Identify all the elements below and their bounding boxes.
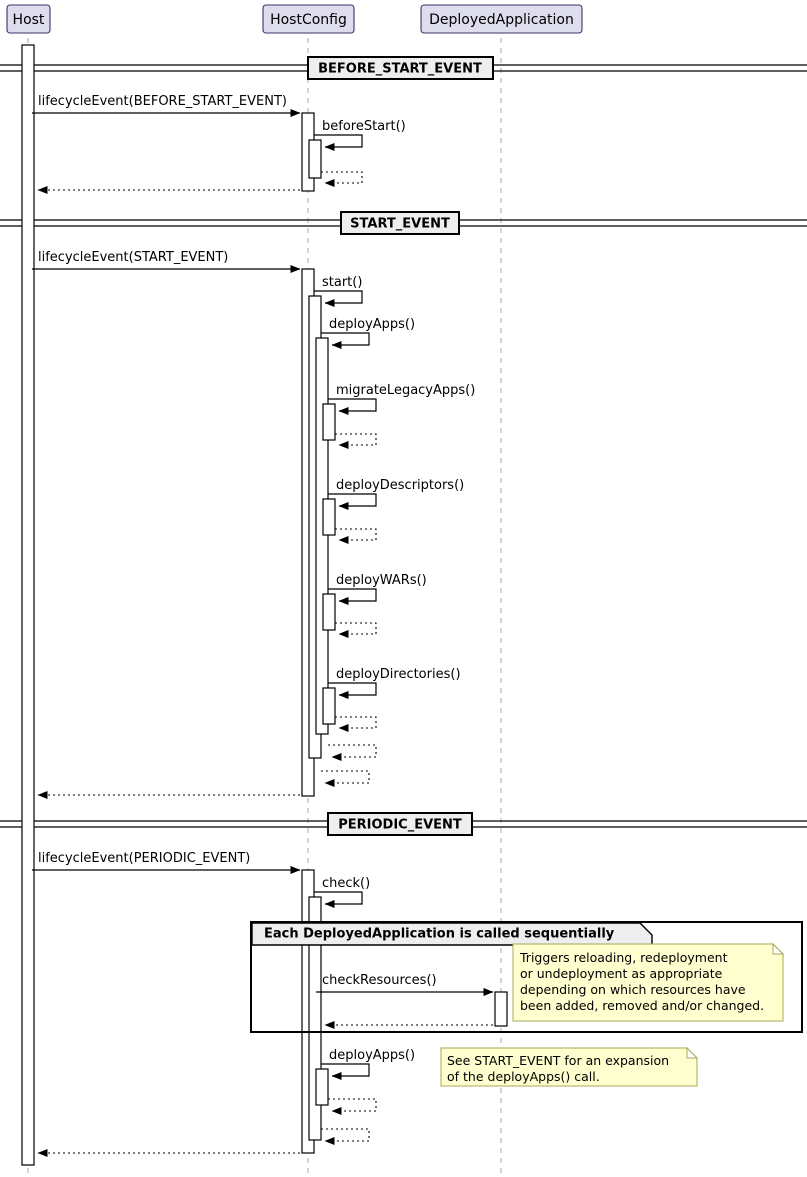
participant-host-label: Host — [13, 12, 45, 28]
divider-start-event-label: START_EVENT — [350, 217, 450, 232]
activation-hostconfig-deploydescriptors — [322, 498, 336, 536]
message-self-return-deploydirectories — [335, 716, 377, 732]
divider-before-start-event-box — [307, 56, 494, 80]
note-deploy-apps: See START_EVENT for an expansion of the … — [440, 1046, 699, 1087]
message-label-lifecycle-periodic: lifecycleEvent(PERIODIC_EVENT) — [38, 851, 250, 866]
message-self-start — [314, 290, 363, 307]
activation-hostconfig-periodic-deployapps — [315, 1068, 329, 1106]
message-self-beforestart — [314, 134, 363, 151]
participant-hostconfig-box[interactable] — [262, 4, 355, 34]
message-self-return-deploydescriptors — [335, 528, 377, 544]
message-label-lifecycle-before-start: lifecycleEvent(BEFORE_START_EVENT) — [38, 94, 287, 109]
lifelines — [27, 38, 502, 1177]
group-frame — [250, 921, 803, 1033]
divider-lines — [0, 64, 807, 828]
message-label-periodic-deployapps: deployApps() — [329, 1048, 415, 1063]
divider-before-start-event-label: BEFORE_START_EVENT — [318, 62, 482, 77]
message-label-migratelegacyapps: migrateLegacyApps() — [336, 383, 475, 398]
group-header-label: Each DeployedApplication is called seque… — [264, 927, 615, 942]
note-check-resources-line-4: been added, removed and/or changed. — [520, 998, 764, 1013]
note-check-resources-line-2: or undeployment as appropriate — [520, 966, 723, 981]
note-deploy-apps-line-1: See START_EVENT for an expansion — [447, 1053, 669, 1068]
activation-hostconfig-migratelegacyapps — [322, 403, 336, 441]
message-label-check: check() — [322, 876, 370, 891]
message-self-return-start — [321, 770, 370, 787]
activation-deployedapplication-checkresources — [494, 991, 508, 1027]
participant-deployedapplication[interactable]: DeployedApplication — [420, 4, 583, 34]
message-label-checkresources: checkResources() — [322, 973, 437, 988]
activation-hostconfig-deploydirectories — [322, 687, 336, 725]
activation-hostconfig-beforestart-self — [308, 139, 322, 179]
message-label-start: start() — [322, 275, 362, 290]
activation-host — [21, 44, 35, 1166]
participant-deployedapplication-label: DeployedApplication — [429, 12, 574, 28]
message-self-return-beforestart — [321, 171, 363, 187]
message-self-check — [314, 891, 363, 908]
participant-host-box[interactable] — [6, 4, 51, 34]
message-self-deployapps — [321, 332, 370, 349]
note-check-resources-fold — [772, 942, 785, 955]
message-self-deploydirectories — [328, 682, 377, 699]
message-label-deploydescriptors: deployDescriptors() — [336, 478, 464, 493]
message-label-deploywars: deployWARs() — [336, 573, 427, 588]
divider-periodic-event-box — [327, 812, 473, 836]
messages: lifecycleEvent(BEFORE_START_EVENT) befor… — [32, 94, 494, 1157]
note-check-resources-line-1: Triggers reloading, redeployment — [519, 950, 728, 965]
participant-host[interactable]: Host — [6, 4, 51, 34]
participant-hostconfig[interactable]: HostConfig — [262, 4, 355, 34]
message-self-return-check — [321, 1128, 370, 1145]
participant-deployedapplication-box[interactable] — [420, 4, 583, 34]
message-label-beforestart: beforeStart() — [322, 119, 406, 134]
message-self-return-deployapps — [328, 744, 377, 761]
activation-hostconfig-deployapps — [315, 337, 329, 735]
divider-before-start-event: BEFORE_START_EVENT — [307, 56, 494, 80]
message-label-deploydirectories: deployDirectories() — [336, 667, 461, 682]
message-self-periodic-deployapps — [321, 1063, 370, 1080]
divider-periodic-event-label: PERIODIC_EVENT — [338, 818, 462, 833]
message-self-return-deploywars — [335, 622, 377, 638]
divider-start-event-box — [340, 211, 460, 235]
activation-hostconfig-deploywars — [322, 593, 336, 631]
message-self-deploydescriptors — [328, 493, 377, 510]
message-self-return-periodic-deployapps — [328, 1098, 377, 1115]
activation-bars — [21, 44, 508, 1166]
note-deploy-apps-body — [440, 1047, 698, 1087]
note-check-resources-body — [512, 943, 784, 1022]
message-self-deploywars — [328, 588, 377, 605]
message-label-lifecycle-start: lifecycleEvent(START_EVENT) — [38, 250, 228, 265]
participant-hostconfig-label: HostConfig — [270, 12, 347, 28]
group-each-deployed-application: Each DeployedApplication is called seque… — [250, 921, 803, 1033]
group-header-tab — [251, 922, 653, 946]
note-check-resources-line-3: depending on which resources have — [520, 982, 746, 997]
divider-start-event: START_EVENT — [340, 211, 460, 235]
message-label-deployapps: deployApps() — [329, 317, 415, 332]
divider-periodic-event: PERIODIC_EVENT — [327, 812, 473, 836]
message-self-migratelegacyapps — [328, 398, 377, 415]
note-deploy-apps-fold — [686, 1046, 699, 1059]
note-check-resources: Triggers reloading, redeployment or unde… — [512, 942, 785, 1022]
message-self-return-migratelegacyapps — [335, 433, 377, 449]
note-deploy-apps-line-2: of the deployApps() call. — [447, 1069, 600, 1084]
